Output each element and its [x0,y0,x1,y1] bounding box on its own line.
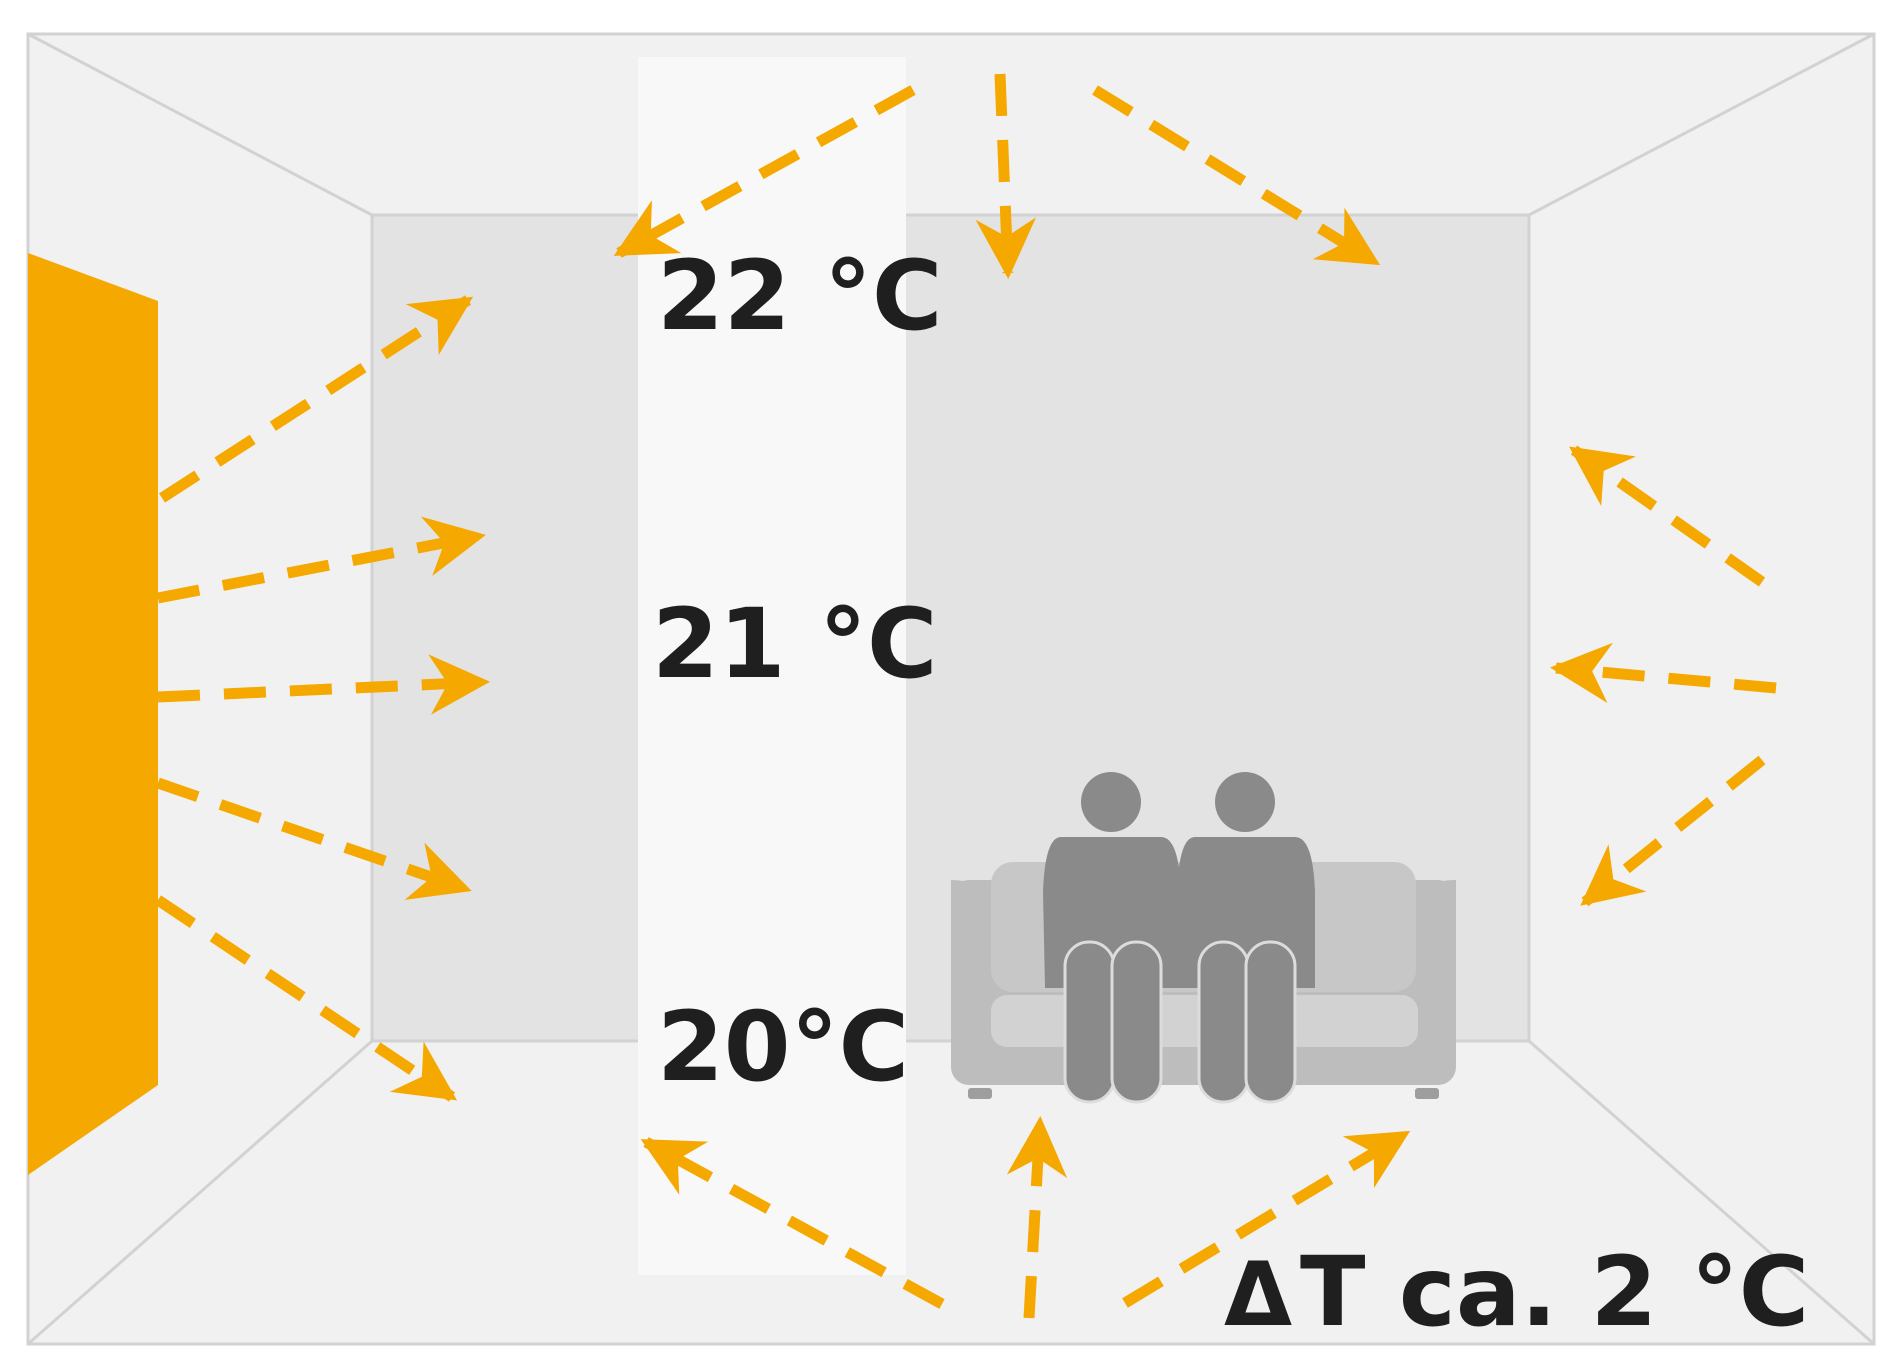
heat-radiation-arrow-icon [156,516,486,604]
delta-temperature-label: Δ T ca. 2 °C [1224,1236,1809,1348]
delta-text: T ca. 2 °C [1300,1236,1809,1348]
temperature-top-label: 22 °C [657,240,942,352]
person-icon [1043,772,1181,1104]
heating-panel-icon [28,253,158,1175]
heat-radiation-arrow-icon [159,295,474,503]
heat-radiation-arrows [154,73,1777,1319]
temperature-bottom-label: 20°C [657,991,909,1103]
heat-radiation-arrow-icon [1569,445,1766,587]
delta-symbol: Δ [1224,1243,1292,1346]
heat-radiation-arrow-icon [1092,85,1381,267]
heat-radiation-arrow-icon [156,777,472,900]
heat-radiation-arrow-icon [154,895,458,1102]
heat-radiation-arrow-icon [640,1137,945,1309]
person-icon [1177,772,1315,1104]
heat-radiation-arrow-icon [613,85,916,258]
temperature-strip [638,57,906,1275]
perspective-edges [27,32,1875,1346]
heat-radiation-arrow-icon [1580,755,1766,907]
heat-radiation-arrow-icon [1549,642,1777,704]
heat-radiation-arrow-icon [1006,1115,1068,1319]
heat-radiation-arrow-icon [1122,1129,1411,1308]
heat-radiation-arrow-icon [975,73,1037,280]
heat-radiation-arrow-icon [157,654,491,715]
temperature-middle-label: 21 °C [652,588,937,700]
